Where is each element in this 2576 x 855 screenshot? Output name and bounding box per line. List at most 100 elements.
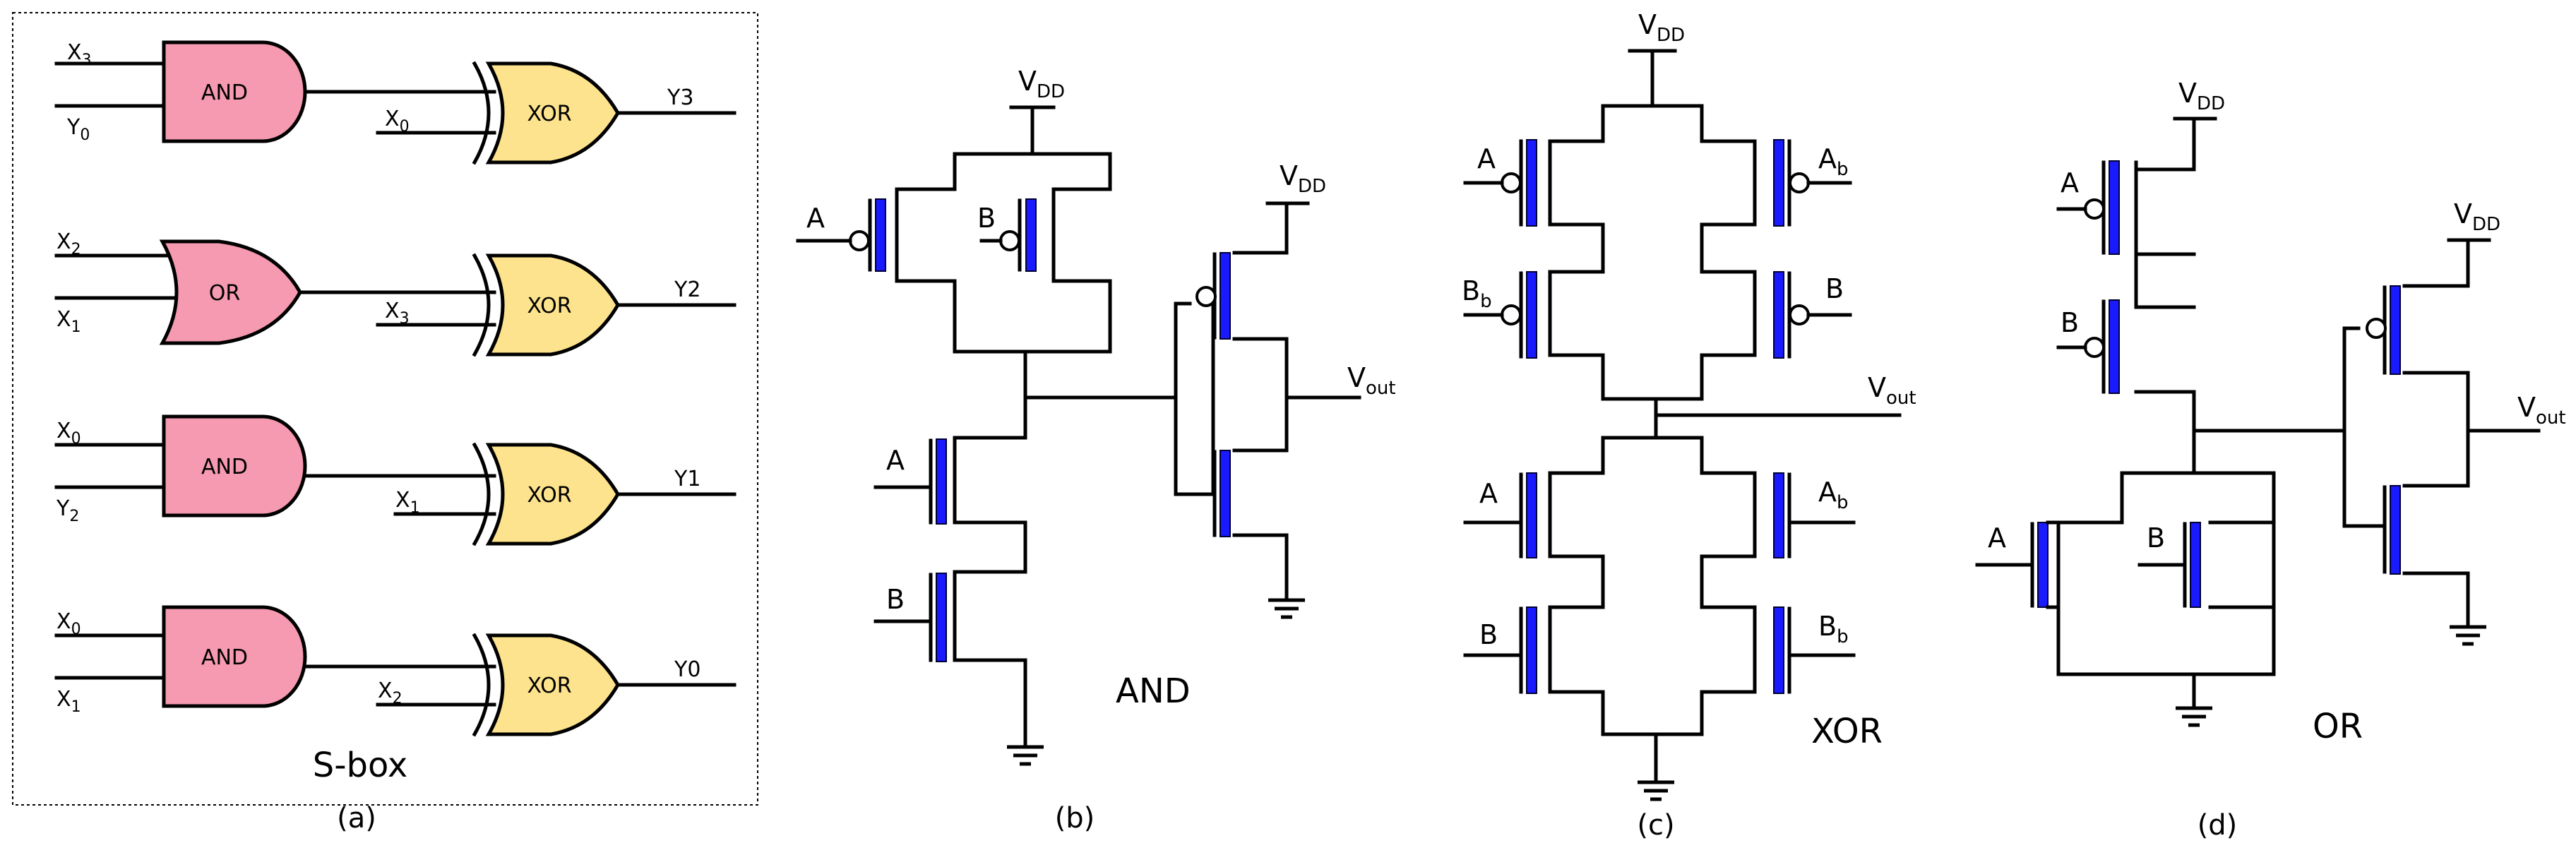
xor-input-label: X1 bbox=[395, 488, 420, 517]
input-label-1: X2 bbox=[56, 229, 81, 258]
nmos-b-label: B bbox=[886, 584, 905, 615]
nmos-bb-channel bbox=[1773, 606, 1784, 694]
vdd-label: VDD bbox=[1280, 160, 1326, 197]
pmos-b-channel bbox=[2109, 299, 2120, 394]
input-b-label: B bbox=[977, 203, 996, 234]
gate-label: OR bbox=[209, 281, 240, 306]
pmos-a-bubble bbox=[849, 230, 870, 251]
vdd-label: VDD bbox=[2454, 198, 2500, 235]
input-ab-label: Ab bbox=[1818, 143, 1849, 180]
gate-label: AND bbox=[201, 80, 248, 105]
or-circuit-panel: VDD A B A B VDD Vout OR bbox=[1975, 78, 2566, 842]
nmos-a-channel bbox=[936, 438, 947, 525]
and-gate bbox=[162, 605, 307, 708]
or-title: OR bbox=[2313, 707, 2363, 746]
input-b-label: B bbox=[2061, 307, 2079, 338]
pmos-b-bubble bbox=[999, 230, 1020, 251]
ground-icon bbox=[1007, 747, 1044, 764]
inv-pmos-bubble bbox=[1195, 286, 1217, 307]
and-circuit-panel: VDD A B A B VDD Vout AND bbox=[796, 66, 1396, 835]
vdd-label: VDD bbox=[1018, 66, 1065, 102]
nmos-ab-label: Ab bbox=[1818, 477, 1849, 513]
ground-icon bbox=[2450, 627, 2486, 644]
or-gate bbox=[159, 239, 302, 345]
xor-gate bbox=[485, 443, 620, 546]
input-label-1: X3 bbox=[67, 40, 92, 69]
sbox-panel: AND XOR X3 Y0 X0 Y3 OR XOR X2 X1 X3 Y2 A bbox=[12, 12, 758, 835]
xor-input-label: X0 bbox=[385, 107, 410, 136]
xor-circuit-panel: VDD A Bb Ab B Vout A B bbox=[1462, 9, 1916, 842]
output-label: Y1 bbox=[674, 467, 700, 491]
input-label-2: X1 bbox=[56, 307, 81, 336]
sbox-border bbox=[12, 12, 758, 806]
xor-label: XOR bbox=[527, 483, 571, 508]
sbox-row-3: AND XOR X0 X1 X2 Y0 bbox=[54, 605, 737, 737]
xor-input-label: X2 bbox=[378, 678, 402, 707]
ground-icon bbox=[1638, 782, 1674, 799]
input-a-label: A bbox=[1477, 143, 1496, 174]
input-label-2: Y0 bbox=[66, 115, 90, 144]
nmos-b-label: B bbox=[1479, 619, 1498, 650]
vout-label: Vout bbox=[2517, 392, 2566, 429]
xor-title: XOR bbox=[1811, 712, 1883, 751]
sbox-row-2: AND XOR X0 Y2 X1 Y1 bbox=[54, 414, 737, 546]
output-label: Y0 bbox=[674, 657, 700, 682]
nmos-ab-channel bbox=[1773, 472, 1784, 558]
xor-label: XOR bbox=[527, 674, 571, 698]
pmos-ab-channel bbox=[1773, 139, 1784, 227]
input-label-2: X1 bbox=[56, 687, 81, 716]
inv-nmos-channel bbox=[2390, 485, 2401, 575]
xor-gate bbox=[485, 253, 620, 357]
nmos-bb-label: Bb bbox=[1818, 611, 1849, 647]
inv-pmos-bubble bbox=[2366, 318, 2387, 339]
xor-gate bbox=[485, 61, 620, 165]
nmos-b-channel bbox=[1526, 606, 1537, 694]
vdd-label: VDD bbox=[1638, 9, 1685, 46]
ground-icon bbox=[1268, 600, 1305, 617]
xor-gate bbox=[485, 633, 620, 736]
nmos-a-label: A bbox=[1988, 522, 2006, 554]
pmos-b-bubble bbox=[2084, 337, 2105, 358]
pmos-a-channel bbox=[2109, 160, 2120, 255]
xor-label: XOR bbox=[527, 102, 571, 126]
sbox-row-1: OR XOR X2 X1 X3 Y2 bbox=[54, 229, 737, 357]
gate-label: AND bbox=[201, 455, 248, 479]
input-a-label: A bbox=[2061, 167, 2079, 198]
panel-caption-c: (c) bbox=[1637, 809, 1674, 842]
inv-pmos-channel bbox=[1220, 252, 1231, 340]
pmos-a-bubble bbox=[1501, 172, 1522, 193]
output-label: Y2 bbox=[674, 277, 700, 302]
panel-caption-b: (b) bbox=[1055, 802, 1095, 835]
nmos-a-channel bbox=[2037, 522, 2049, 608]
sbox-row-0: AND XOR X3 Y0 X0 Y3 bbox=[54, 40, 737, 165]
xor-input-label: X3 bbox=[385, 299, 410, 328]
and-title: AND bbox=[1116, 671, 1191, 711]
vdd-label: VDD bbox=[2178, 78, 2225, 114]
pmos-bb-channel bbox=[1526, 271, 1537, 359]
xor-label: XOR bbox=[527, 294, 571, 318]
nmos-b-label: B bbox=[2147, 522, 2165, 554]
nmos-a-label: A bbox=[1479, 478, 1498, 509]
pmos-a-channel bbox=[875, 198, 886, 272]
inv-pmos-channel bbox=[2390, 285, 2401, 375]
nmos-a-label: A bbox=[886, 445, 905, 476]
vout-label: Vout bbox=[1868, 372, 1916, 409]
gate-label: AND bbox=[201, 645, 248, 670]
nmos-a-channel bbox=[1526, 472, 1537, 558]
panel-caption-a: (a) bbox=[337, 802, 376, 835]
ground-icon bbox=[2176, 708, 2212, 725]
pmos-b-channel bbox=[1773, 271, 1784, 359]
input-label-1: X0 bbox=[56, 419, 81, 448]
pmos-ab-bubble bbox=[1789, 172, 1810, 193]
pmos-bb-bubble bbox=[1501, 304, 1522, 325]
input-label-1: X0 bbox=[56, 609, 81, 638]
and-gate bbox=[162, 414, 307, 518]
nmos-b-channel bbox=[2190, 522, 2201, 608]
pmos-a-channel bbox=[1526, 139, 1537, 227]
panel-caption-d: (d) bbox=[2198, 809, 2238, 842]
input-label-2: Y2 bbox=[56, 496, 79, 525]
inv-nmos-channel bbox=[1220, 450, 1231, 537]
pmos-b-bubble bbox=[1789, 304, 1810, 325]
pmos-a-bubble bbox=[2084, 198, 2105, 220]
